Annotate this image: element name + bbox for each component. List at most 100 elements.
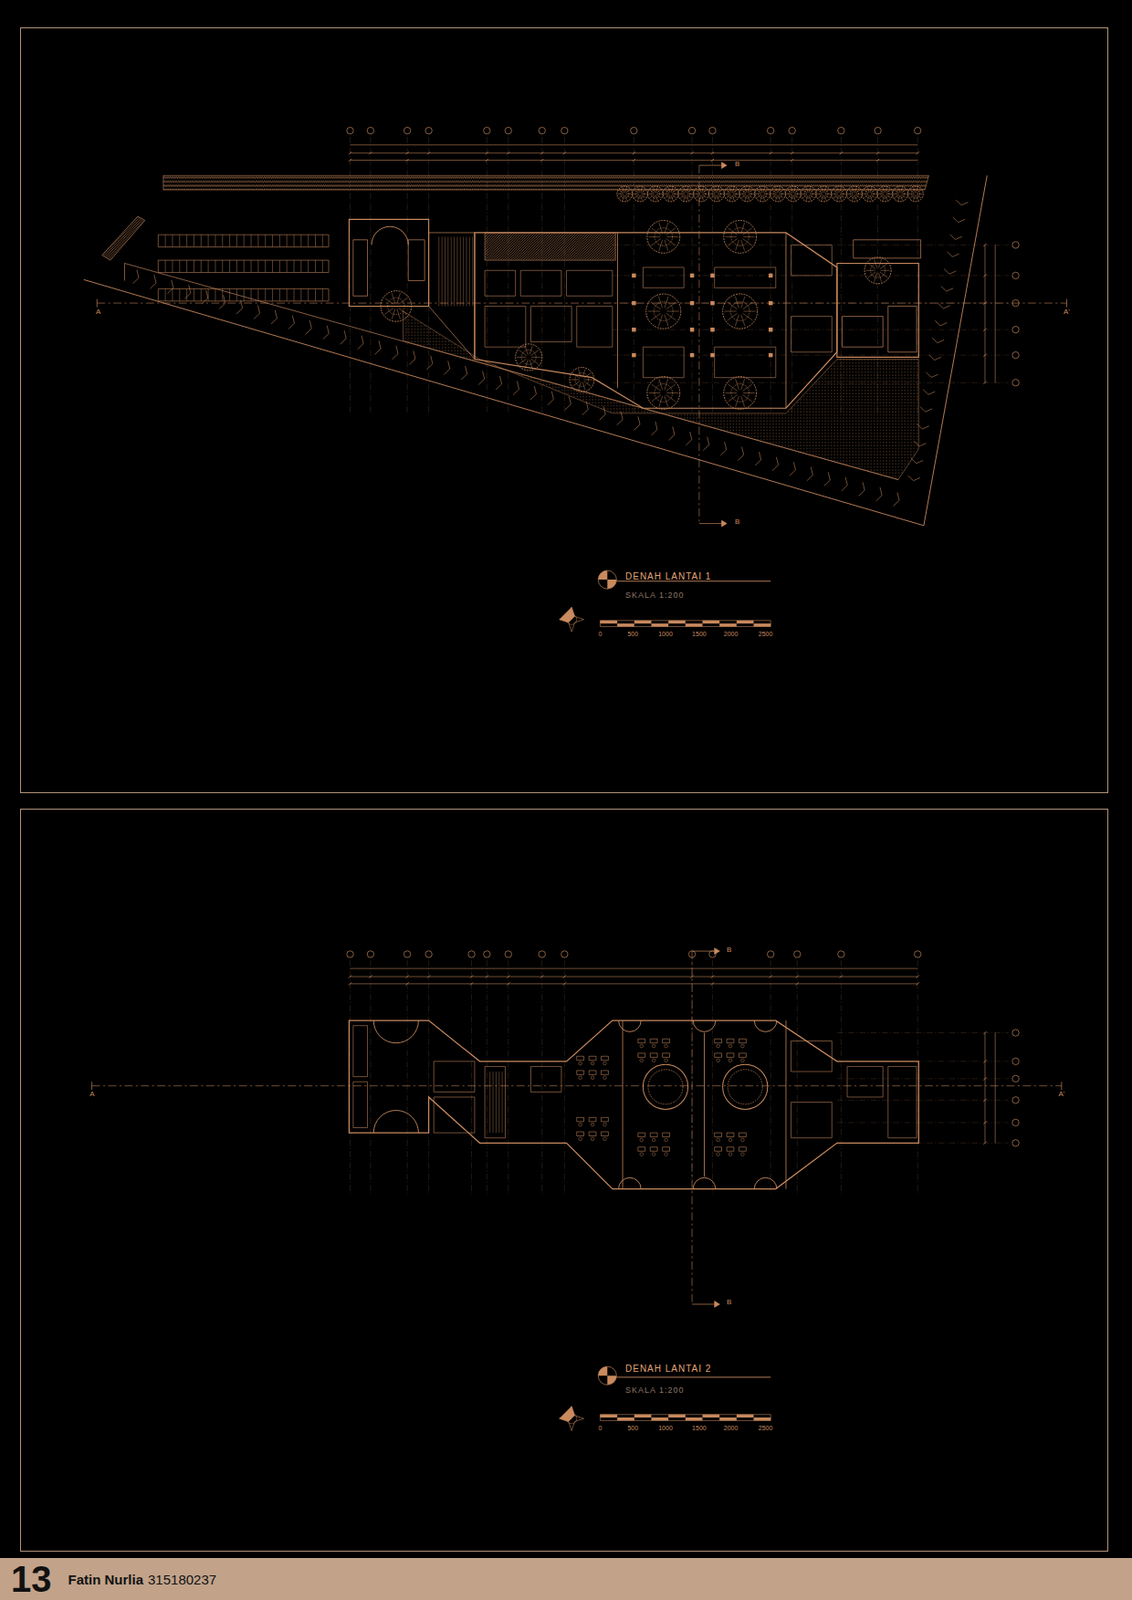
grid-line — [612, 382, 1009, 384]
desk — [638, 1053, 646, 1058]
grid-line — [837, 1121, 1009, 1123]
room — [791, 1040, 833, 1072]
building-wall — [348, 219, 429, 306]
tree-branch — [824, 187, 827, 193]
grid-line — [712, 960, 713, 1195]
tree-branch — [573, 381, 581, 388]
parking-stall — [229, 260, 231, 273]
tree-branch — [683, 195, 686, 201]
desk — [714, 1038, 723, 1043]
desk — [576, 1056, 585, 1060]
chair — [741, 1044, 745, 1049]
parking-stall — [193, 260, 195, 273]
plan-scale: SKALA 1:200 — [625, 1385, 685, 1396]
chair — [741, 1152, 745, 1157]
tree-branch — [391, 309, 396, 320]
scale-segment — [599, 1415, 618, 1418]
parking-stall — [186, 288, 188, 301]
chair — [664, 1138, 669, 1143]
tree-branch — [717, 194, 723, 198]
tree-branch — [741, 189, 746, 193]
tree-branch — [687, 189, 692, 193]
grid-bubble — [366, 951, 374, 958]
tree-branch — [664, 378, 669, 390]
tree-branch — [879, 194, 884, 198]
tree-branch — [864, 189, 870, 193]
road-chevron — [720, 441, 726, 456]
title-symbol-fill — [607, 579, 617, 589]
parking-stall — [279, 288, 281, 301]
tree-branch — [640, 194, 646, 198]
grid-bubble — [1012, 1058, 1019, 1065]
parking-stall — [229, 288, 231, 301]
tree-branch — [802, 189, 808, 193]
parking-stall — [257, 234, 259, 247]
parking-stall — [279, 260, 281, 273]
road-chevron — [582, 401, 588, 416]
grid-bubble — [1012, 1029, 1019, 1037]
room — [566, 270, 613, 296]
room — [484, 305, 526, 347]
grid-bubble — [794, 951, 801, 958]
parking-stall — [264, 260, 266, 273]
tree-branch — [695, 194, 701, 198]
tree-branch — [650, 313, 661, 321]
parking-stall — [257, 288, 259, 301]
parking-stall — [171, 260, 173, 273]
title-symbol-fill — [597, 1366, 608, 1376]
grid-bubble — [425, 126, 432, 134]
chair — [590, 1061, 595, 1066]
dimension-tick — [563, 982, 566, 986]
chair — [578, 1061, 583, 1066]
tree-branch — [666, 239, 676, 246]
tree-branch — [398, 307, 408, 315]
tree-branch — [584, 381, 592, 388]
column — [710, 353, 714, 357]
tree-branch — [634, 194, 640, 198]
tree-branch — [658, 296, 662, 309]
interior-wall — [785, 1020, 787, 1189]
room — [520, 270, 562, 296]
tree-branch — [910, 194, 915, 198]
tree-branch — [821, 195, 824, 201]
parking-stall — [221, 288, 223, 301]
stair-tread — [469, 236, 471, 306]
tree-canopy — [754, 186, 771, 202]
tree-canopy — [662, 186, 679, 202]
parking-stall — [171, 234, 173, 247]
parking-stall — [229, 234, 231, 247]
tree-branch — [855, 194, 860, 198]
tree-branch — [716, 195, 719, 201]
tree-branch — [772, 194, 777, 198]
tree-branch — [790, 195, 793, 201]
road-chevron — [357, 335, 364, 350]
tree-branch — [529, 345, 533, 356]
room — [791, 316, 833, 353]
parking-stall — [300, 260, 302, 273]
desk — [739, 1147, 747, 1152]
desk — [649, 1147, 658, 1152]
grid-bubble — [1012, 1140, 1019, 1147]
scale-segment — [650, 623, 669, 627]
parking-stall — [208, 260, 210, 273]
tree-branch — [913, 195, 916, 201]
tree-branch — [735, 240, 740, 252]
tree-branch — [817, 189, 823, 193]
tree-branch — [743, 239, 753, 246]
tree-branch — [894, 194, 900, 198]
chair — [741, 1058, 745, 1063]
parking-stall — [314, 260, 316, 273]
parking-stall — [208, 288, 210, 301]
chair — [651, 1138, 656, 1143]
grid-bubble — [561, 951, 568, 958]
tree-canopy — [877, 186, 893, 202]
road-chevron — [149, 274, 156, 289]
tree-branch — [741, 296, 745, 309]
grid-line — [770, 960, 772, 1195]
student-id: 315180237 — [147, 1572, 217, 1587]
section-tick — [91, 1081, 93, 1091]
dimension-tick — [368, 974, 372, 978]
tree-branch — [793, 195, 796, 201]
desk — [662, 1038, 671, 1043]
